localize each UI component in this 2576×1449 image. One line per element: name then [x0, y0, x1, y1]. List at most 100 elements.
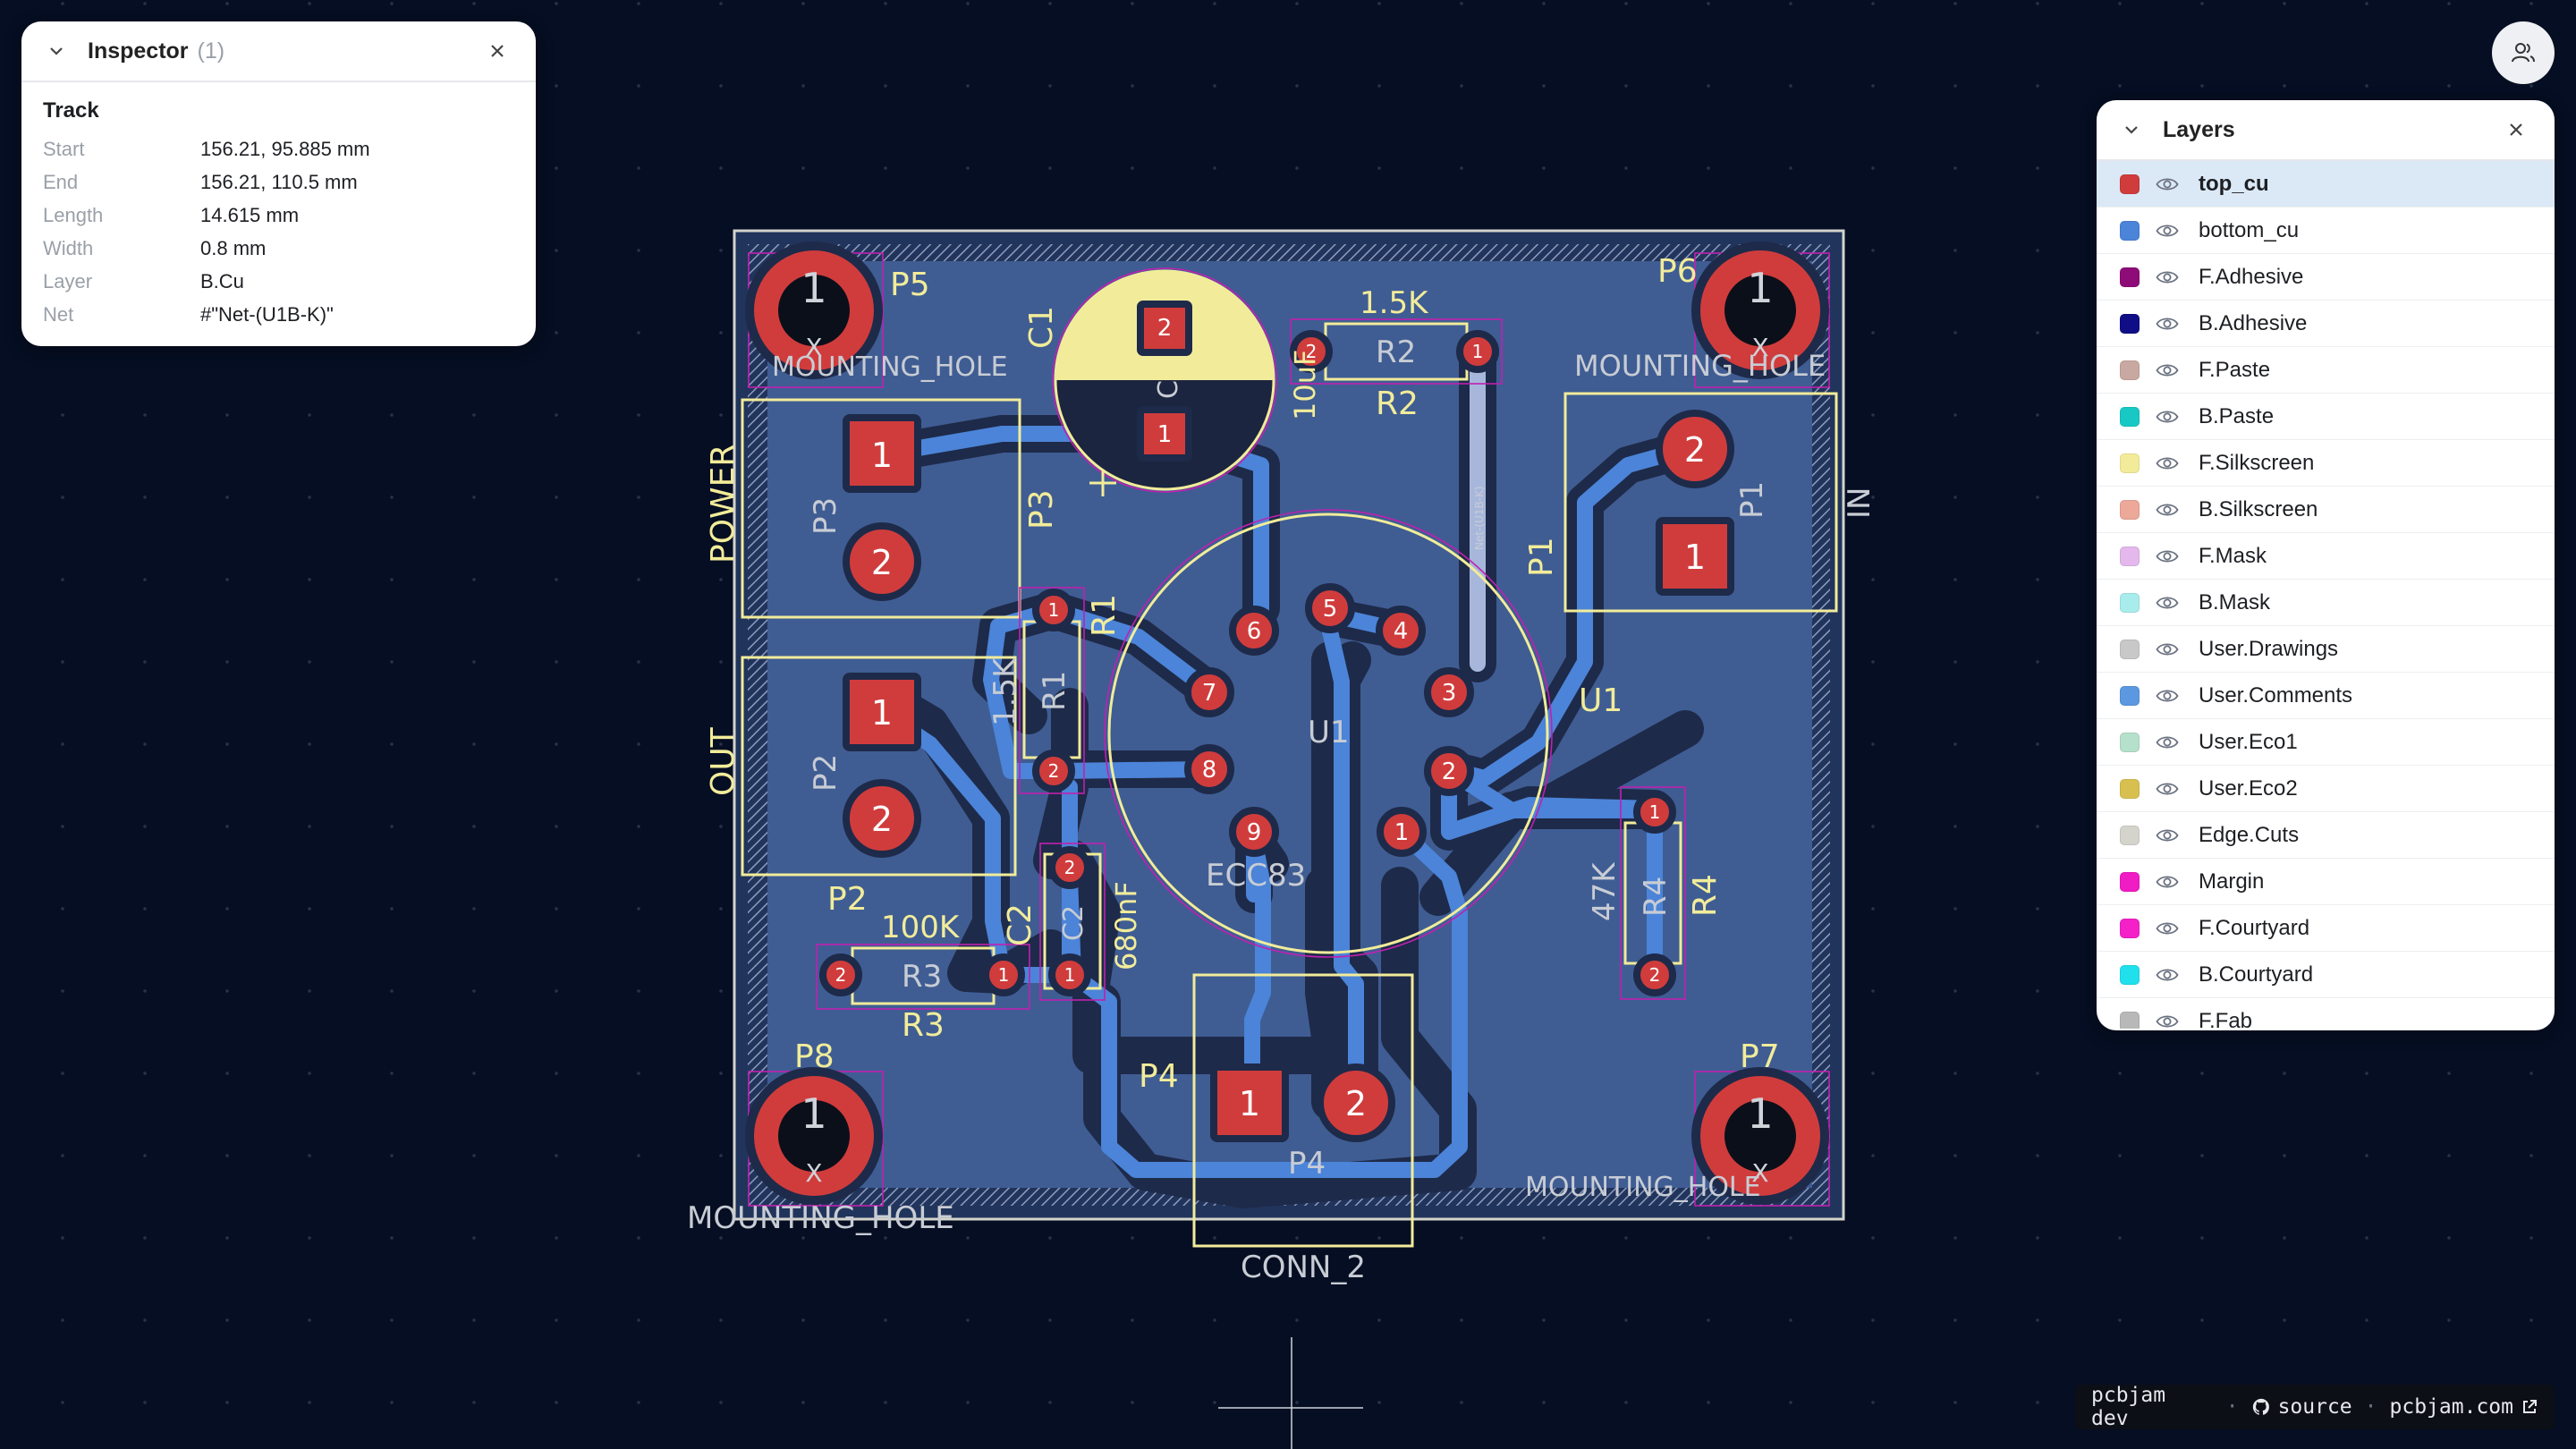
eye-icon[interactable] — [2156, 733, 2181, 751]
track-r1-u1-7 — [983, 602, 1062, 779]
layer-row[interactable]: F.Adhesive — [2097, 254, 2555, 301]
layer-color-swatch[interactable] — [2120, 871, 2140, 892]
layer-color-swatch[interactable] — [2120, 592, 2140, 613]
eye-icon[interactable] — [2156, 594, 2181, 612]
label-mounting-hole: MOUNTING_HOLE — [1574, 349, 1826, 383]
property-key: Layer — [43, 269, 93, 292]
eye-icon[interactable] — [2156, 687, 2181, 705]
eye-icon[interactable] — [2156, 919, 2181, 937]
eye-icon[interactable] — [2156, 315, 2181, 333]
layer-row[interactable]: User.Eco2 — [2097, 766, 2555, 812]
mounting-holes[interactable] — [745, 242, 1829, 1205]
eye-icon[interactable] — [2156, 547, 2181, 565]
chevron-down-icon[interactable] — [2122, 120, 2141, 140]
layer-color-swatch[interactable] — [2120, 174, 2140, 194]
pad-p1-1 — [1656, 517, 1734, 596]
layer-color-swatch[interactable] — [2120, 964, 2140, 985]
layer-row[interactable]: top_cu — [2097, 161, 2555, 208]
eye-icon[interactable] — [2156, 454, 2181, 472]
users-button[interactable] — [2492, 21, 2555, 84]
pad-num: 6 — [1247, 618, 1262, 645]
pad-num: 1 — [1747, 264, 1773, 312]
layer-row[interactable]: F.Silkscreen — [2097, 440, 2555, 487]
eye-icon[interactable] — [2156, 780, 2181, 798]
site-link[interactable]: pcbjam.com — [2390, 1395, 2538, 1419]
layer-color-swatch[interactable] — [2120, 267, 2140, 287]
layer-row[interactable]: bottom_cu — [2097, 208, 2555, 254]
eye-icon[interactable] — [2156, 1013, 2181, 1030]
silkscreen — [741, 322, 1838, 1248]
eye-icon[interactable] — [2156, 640, 2181, 658]
layer-row[interactable]: F.Courtyard — [2097, 905, 2555, 952]
layer-row[interactable]: F.Mask — [2097, 533, 2555, 580]
layer-row[interactable]: Margin — [2097, 859, 2555, 905]
inspector-title: Inspector — [88, 38, 189, 64]
layer-color-swatch[interactable] — [2120, 825, 2140, 845]
layer-color-swatch[interactable] — [2120, 313, 2140, 334]
layer-color-swatch[interactable] — [2120, 732, 2140, 752]
pad-c1-1 — [1137, 406, 1192, 462]
mounting-hole-p8 — [745, 1067, 883, 1205]
layer-row[interactable]: F.Paste — [2097, 347, 2555, 394]
track-r1-2-u1-8 — [1046, 761, 1217, 779]
pad-num: 9 — [1247, 819, 1262, 846]
pad-p3-1 — [843, 414, 921, 493]
pad-r3-1 — [982, 953, 1025, 996]
layer-color-swatch[interactable] — [2120, 499, 2140, 520]
layer-color-swatch[interactable] — [2120, 778, 2140, 799]
square-pads[interactable] — [843, 301, 1734, 1142]
close-icon[interactable] — [2503, 116, 2529, 143]
layer-color-swatch[interactable] — [2120, 360, 2140, 380]
layer-color-swatch[interactable] — [2120, 1011, 2140, 1029]
pad-u1-1 — [1377, 807, 1427, 857]
layer-row[interactable]: User.Drawings — [2097, 626, 2555, 673]
layer-row[interactable]: B.Paste — [2097, 394, 2555, 440]
pad-num: 1 — [998, 964, 1010, 986]
layer-color-swatch[interactable] — [2120, 453, 2140, 473]
layer-row[interactable]: B.Courtyard — [2097, 952, 2555, 998]
layer-color-swatch[interactable] — [2120, 918, 2140, 938]
eye-icon[interactable] — [2156, 408, 2181, 426]
source-link[interactable]: source — [2251, 1395, 2352, 1419]
layer-color-swatch[interactable] — [2120, 406, 2140, 427]
layer-color-swatch[interactable] — [2120, 220, 2140, 241]
layer-color-swatch[interactable] — [2120, 639, 2140, 659]
layer-row[interactable]: F.Fab — [2097, 998, 2555, 1029]
fab-r4-value: 47K — [1587, 861, 1623, 921]
p1-outline — [1563, 392, 1838, 613]
eye-icon[interactable] — [2156, 966, 2181, 984]
layer-row[interactable]: B.Mask — [2097, 580, 2555, 626]
layer-row[interactable]: Edge.Cuts — [2097, 812, 2555, 859]
layer-color-swatch[interactable] — [2120, 685, 2140, 706]
pad-num: 2 — [1345, 1084, 1367, 1123]
layer-name: User.Drawings — [2199, 636, 2339, 661]
layer-name: B.Mask — [2199, 589, 2271, 614]
layer-name: F.Silkscreen — [2199, 450, 2315, 475]
pad-u1-6 — [1229, 606, 1279, 656]
track-r1-1-u1 — [1046, 602, 1217, 699]
round-pads[interactable] — [819, 330, 1734, 1142]
p4-outline — [1192, 973, 1414, 1248]
layer-row[interactable]: User.Comments — [2097, 673, 2555, 719]
layer-row[interactable]: B.Adhesive — [2097, 301, 2555, 347]
eye-icon[interactable] — [2156, 826, 2181, 844]
layer-row[interactable]: User.Eco1 — [2097, 719, 2555, 766]
chevron-down-icon[interactable] — [47, 41, 66, 61]
eye-icon[interactable] — [2156, 222, 2181, 240]
eye-icon[interactable] — [2156, 873, 2181, 891]
layer-row[interactable]: B.Silkscreen — [2097, 487, 2555, 533]
close-icon[interactable] — [484, 38, 511, 64]
pad-r1-2 — [1032, 750, 1075, 792]
eye-icon[interactable] — [2156, 268, 2181, 286]
pad-num: 2 — [1048, 760, 1060, 782]
layer-color-swatch[interactable] — [2120, 546, 2140, 566]
eye-icon[interactable] — [2156, 361, 2181, 379]
label-p2: P2 — [827, 881, 868, 918]
eye-icon[interactable] — [2156, 501, 2181, 519]
eye-icon[interactable] — [2156, 175, 2181, 193]
property-key: Width — [43, 236, 94, 259]
